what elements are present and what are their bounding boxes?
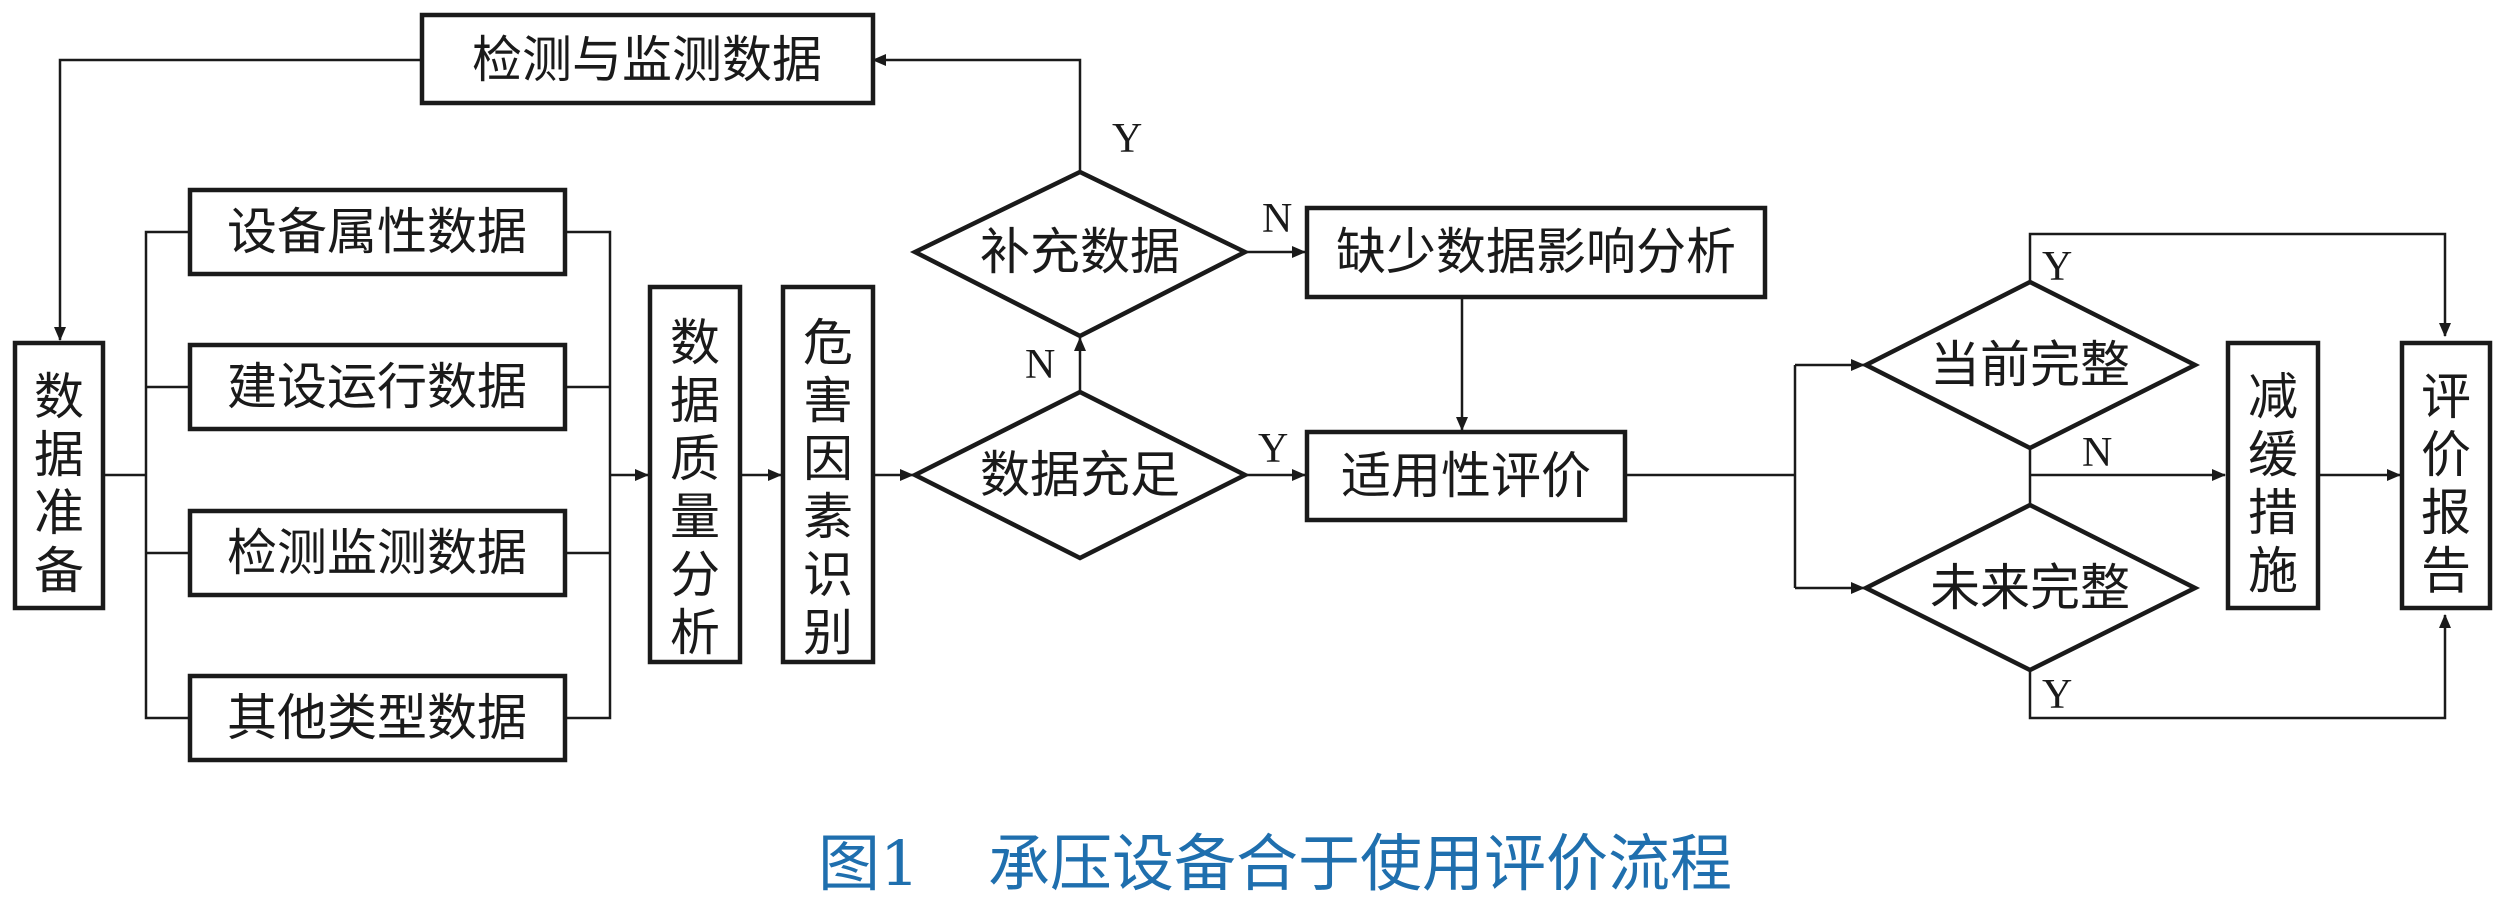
edge-future-to-report <box>2028 614 2451 720</box>
label-sufficient-no: N <box>1025 342 1055 388</box>
edge-monitor-to-prep <box>54 58 422 341</box>
label-supplement-no: N <box>1262 196 1292 242</box>
label-integrity-no: N <box>2082 430 2112 476</box>
node-equipment-attr-label: 设备属性数据 <box>227 203 527 261</box>
node-data-sufficient: 数据充足 <box>909 389 1251 561</box>
node-supplement-data: 补充数据 <box>909 169 1251 339</box>
node-missing-impact-label: 缺少数据影响分析 <box>1336 223 1736 281</box>
node-other-types: 其他类型数据 <box>187 673 568 763</box>
node-eval-report-label: 评价报告 <box>2421 368 2471 600</box>
node-detect-monitor-data: 检测与监测数据 <box>419 12 876 106</box>
node-quality-analysis: 数据质量分析 <box>647 284 743 665</box>
node-data-prep: 数据准备 <box>12 340 106 611</box>
node-data-sufficient-label: 数据充足 <box>980 446 1180 504</box>
figure-number: 图1 <box>818 827 919 900</box>
label-current-yes: Y <box>2042 244 2072 290</box>
node-construction-ops-label: 建设运行数据 <box>227 358 527 416</box>
node-mitigation: 减缓措施 <box>2225 340 2321 611</box>
node-data-prep-label: 数据准备 <box>34 368 84 600</box>
label-future-yes: Y <box>2042 672 2072 718</box>
node-suitability-eval: 适用性评价 <box>1304 429 1628 523</box>
node-suitability-eval-label: 适用性评价 <box>1341 447 1591 505</box>
node-inspection-monitor: 检测监测数据 <box>187 508 568 598</box>
figure-title: 承压设备合于使用评价流程 <box>988 827 1732 900</box>
node-hazard-id: 危害因素识别 <box>780 284 876 665</box>
left-bracket <box>144 230 190 720</box>
node-missing-impact: 缺少数据影响分析 <box>1304 205 1768 300</box>
node-equipment-attr: 设备属性数据 <box>187 187 568 277</box>
node-detect-monitor-data-label: 检测与监测数据 <box>472 31 822 89</box>
node-future-integrity-label: 未来完整 <box>1930 559 2130 617</box>
node-current-integrity: 当前完整 <box>1861 279 2201 451</box>
node-other-types-label: 其他类型数据 <box>227 689 527 747</box>
edge-supplement-to-monitor <box>872 54 1082 172</box>
node-future-integrity: 未来完整 <box>1860 502 2201 673</box>
node-supplement-data-label: 补充数据 <box>980 223 1180 281</box>
node-inspection-monitor-label: 检测监测数据 <box>227 524 527 582</box>
node-eval-report: 评价报告 <box>2399 340 2493 611</box>
edge-current-to-report <box>2028 232 2451 337</box>
node-hazard-id-label: 危害因素识别 <box>803 314 853 662</box>
right-bracket <box>565 230 612 720</box>
node-mitigation-label: 减缓措施 <box>2248 368 2298 600</box>
node-quality-analysis-label: 数据质量分析 <box>670 314 720 662</box>
label-supplement-yes: Y <box>1112 116 1142 162</box>
node-current-integrity-label: 当前完整 <box>1930 336 2130 394</box>
node-construction-ops: 建设运行数据 <box>187 342 568 432</box>
label-sufficient-yes: Y <box>1258 426 1288 472</box>
